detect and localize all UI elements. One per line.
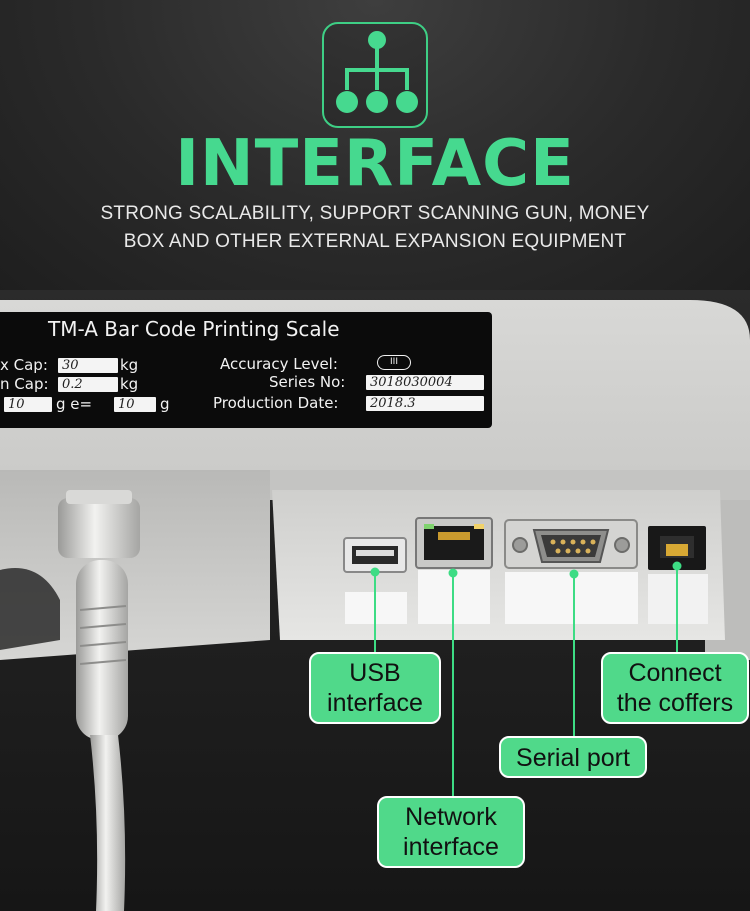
series-value: 3018030004 [366,375,484,390]
max-cap-label: x Cap: [0,356,48,374]
callout-coffers-line2: the coffers [616,689,734,717]
production-date-label: Production Date: [213,394,339,412]
callout-network-interface: Network interface [377,796,525,868]
e-value: 10 [114,397,156,412]
callout-network-line2: interface [403,833,499,861]
callout-serial-port: Serial port [499,736,647,778]
subtitle-line-2: BOX AND OTHER EXTERNAL EXPANSION EQUIPME… [123,231,627,252]
min-cap-label: n Cap: [0,375,49,393]
max-cap-value: 30 [58,358,118,373]
callout-usb-line2: interface [327,689,423,717]
series-label: Series No: [269,373,346,391]
min-cap-unit: kg [120,375,139,393]
hierarchy-network-icon [322,22,428,128]
page-title: INTERFACE [175,127,575,201]
callout-usb-line1: USB [349,659,401,687]
d-value: 10 [4,397,52,412]
max-cap-unit: kg [120,356,139,374]
callout-coffers-line1: Connect [628,659,722,687]
callout-serial-line1: Serial port [516,744,630,772]
callout-usb-interface: USB interface [309,652,441,724]
subtitle-line-1: STRONG SCALABILITY, SUPPORT SCANNING GUN… [100,203,650,224]
production-date-value: 2018.3 [366,396,484,411]
e-unit: g [160,395,170,413]
callout-connect-coffers: Connect the coffers [601,652,749,724]
callout-network-line1: Network [405,803,497,831]
plate-title: TM-A Bar Code Printing Scale [48,317,340,341]
accuracy-label: Accuracy Level: [220,355,338,373]
min-cap-value: 0.2 [58,377,118,392]
accuracy-value: III [377,355,411,370]
d-unit: g e= [56,395,93,413]
